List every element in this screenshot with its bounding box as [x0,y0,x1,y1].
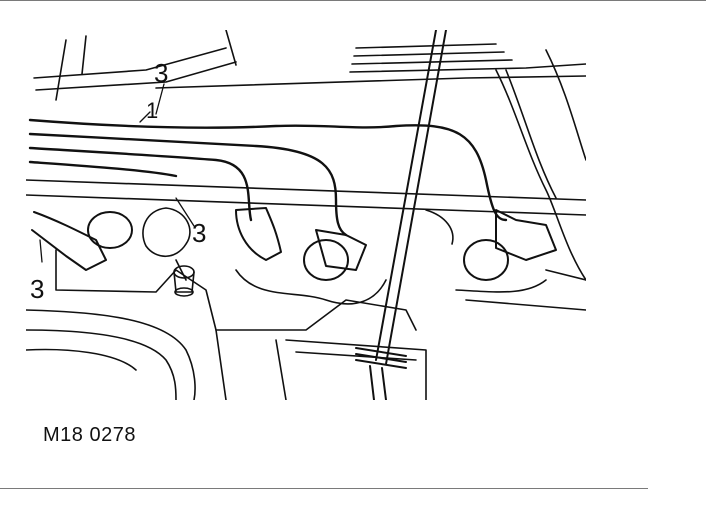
callout-label: 3 [154,58,168,88]
bottom-rule [0,488,648,489]
engine-ignition-leads-illustration: 3 1 3 3 [26,30,586,400]
callout-label: 3 [192,218,206,248]
callout-label: 1 [146,98,158,123]
cylinder-head-outline [26,49,586,400]
dipstick-tube [355,30,447,400]
stud-bolt [173,265,195,297]
hT-lead-bundle [28,118,508,237]
figure-caption: M18 0278 [43,424,136,446]
callout-label: 3 [30,274,44,304]
plug-boots [31,207,557,281]
line-drawing: 3 1 3 3 [26,30,586,400]
rocker-cover-lines [33,30,586,101]
top-rule [0,0,706,1]
callout-leaders [39,83,195,263]
